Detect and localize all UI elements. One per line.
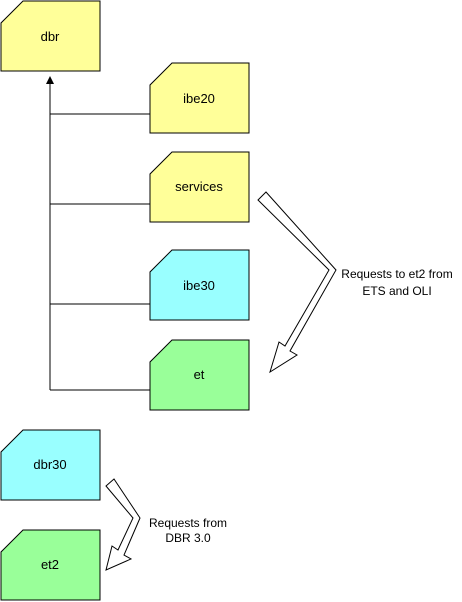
note-requests-dbr30: Requests from DBR 3.0	[149, 516, 227, 545]
node-label: services	[175, 179, 223, 194]
node-shape	[0, 429, 101, 501]
node-ibe20[interactable]: ibe20	[149, 62, 250, 134]
node-shape	[149, 151, 250, 223]
node-label: et	[194, 367, 205, 382]
node-ibe30[interactable]: ibe30	[149, 249, 250, 321]
note-line-2: DBR 3.0	[165, 531, 211, 545]
flow-arrow-dbr30-to-et2	[105, 478, 141, 571]
node-dbr30[interactable]: dbr30	[0, 429, 101, 501]
node-dbr[interactable]: dbr	[0, 0, 101, 72]
node-label: ibe20	[183, 91, 215, 106]
node-et[interactable]: et	[149, 339, 250, 411]
note-requests-et2: Requests to et2 from ETS and OLI	[341, 267, 452, 298]
flow-arrow-services-to-et	[257, 191, 337, 374]
note-line-1: Requests to et2 from	[341, 267, 452, 281]
arrow-head-to-dbr	[46, 76, 54, 84]
node-shape	[0, 0, 101, 72]
node-shape	[149, 249, 250, 321]
node-shape	[0, 529, 101, 601]
node-label: dbr	[41, 29, 60, 44]
node-label: ibe30	[183, 278, 215, 293]
node-et2[interactable]: et2	[0, 529, 101, 601]
note-line-1: Requests from	[149, 516, 227, 530]
node-label: et2	[41, 557, 59, 572]
node-shape	[149, 339, 250, 411]
tree-connectors	[49, 84, 150, 391]
node-services[interactable]: services	[149, 151, 250, 223]
note-line-2: ETS and OLI	[362, 284, 431, 298]
node-shape	[149, 62, 250, 134]
node-label: dbr30	[33, 457, 66, 472]
